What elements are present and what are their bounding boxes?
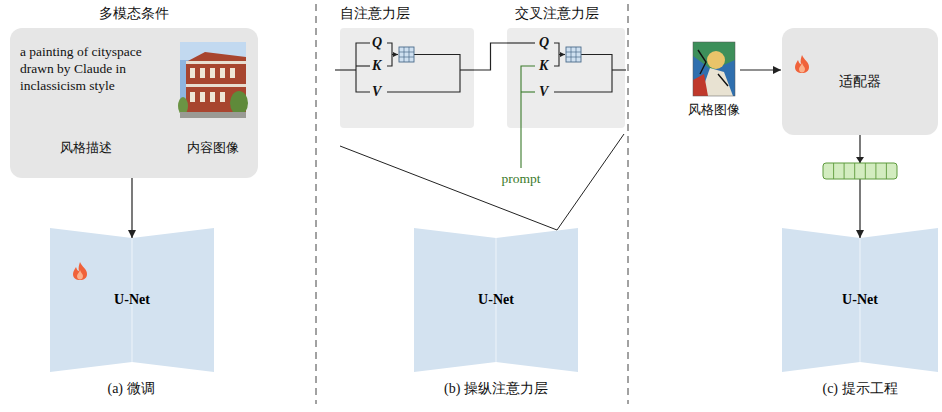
model-name: U-Net [842, 292, 878, 308]
adapter-box: 适配器 [782, 28, 938, 135]
panel-separator [316, 4, 317, 404]
connector [131, 178, 132, 238]
style-image [693, 42, 735, 96]
block-heading: 自注意力层 [340, 4, 460, 22]
cross-attention-wiring [507, 42, 535, 43]
connector [859, 135, 860, 238]
content-image [178, 42, 248, 118]
panel-caption: (c) 提示工程 [760, 380, 942, 398]
style-image [707, 51, 725, 69]
panel-separator [628, 4, 629, 404]
content-image [200, 92, 205, 102]
style-description: a painting of cityspace drawn by Claude … [20, 43, 176, 94]
qkv-symbol: Q [372, 35, 386, 51]
content-image [186, 61, 246, 64]
connector [474, 43, 507, 70]
attention-map [399, 47, 414, 62]
unet-shape [50, 228, 214, 372]
content-image [180, 112, 246, 118]
attention-map [399, 47, 414, 62]
unet-model: U-Net [782, 228, 938, 372]
content-image [220, 92, 225, 102]
panel-caption: (b) 操纵注意力层 [396, 380, 596, 398]
content-image [220, 68, 225, 78]
content-image [186, 84, 246, 87]
prompt-line [521, 91, 535, 92]
unet-shape [782, 228, 938, 372]
qkv-symbol: V [539, 84, 553, 100]
qkv-symbol: K [372, 58, 386, 74]
model-name: U-Net [114, 292, 150, 308]
adapter-name: 适配器 [782, 72, 938, 90]
self-attention-wiring [335, 69, 356, 70]
prompt-label: prompt [481, 170, 561, 187]
input-arrow [740, 69, 781, 70]
content-image [200, 68, 205, 78]
style-image [693, 42, 735, 96]
attention-map [566, 47, 581, 62]
unet-model: U-Net [414, 228, 578, 372]
image-label: 风格描述 [36, 139, 136, 156]
self-attention-wiring [356, 65, 370, 66]
attention-map [566, 47, 581, 62]
content-image [190, 92, 195, 102]
self-attention-wiring [392, 54, 398, 55]
qkv-symbol: K [539, 58, 553, 74]
token-bar [834, 163, 887, 179]
content-image [230, 91, 248, 115]
panel-separator [316, 4, 628, 404]
attention-map [566, 47, 581, 62]
cross-attention-wiring [612, 69, 626, 70]
style-image [693, 42, 735, 96]
block-heading: 交叉注意力层 [515, 4, 635, 22]
qkv-symbol: V [372, 84, 386, 100]
image-label: 风格图像 [674, 101, 754, 118]
style-image [693, 42, 735, 70]
panel-caption: (a) 微调 [31, 380, 231, 398]
token-bar [823, 163, 897, 179]
panel-heading: 多模态条件 [10, 4, 258, 22]
content-image [190, 68, 195, 78]
content-image [210, 68, 215, 78]
unet-model: U-Net [50, 228, 214, 372]
unet-shape [414, 228, 578, 372]
token-bar [856, 157, 864, 163]
token-bar [823, 157, 897, 179]
content-image [190, 68, 235, 102]
style-image [698, 50, 728, 86]
cross-attention-wiring [559, 54, 565, 55]
zoom-lines [340, 134, 624, 230]
image-label: 内容图像 [173, 139, 253, 156]
qkv-symbol: Q [539, 35, 553, 51]
self-attention-wiring [460, 69, 474, 70]
content-image [230, 68, 235, 78]
style-image [693, 74, 708, 96]
content-image [210, 92, 215, 102]
model-name: U-Net [478, 292, 514, 308]
attention-map [399, 47, 414, 62]
